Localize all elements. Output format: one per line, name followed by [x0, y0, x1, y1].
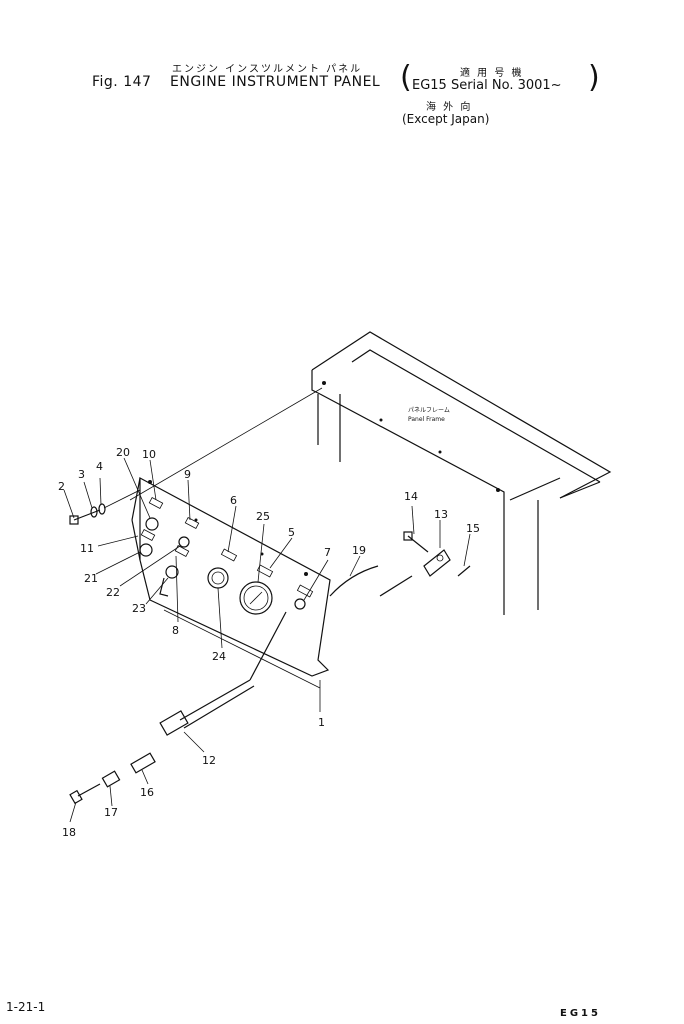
gauge [239, 581, 273, 615]
indicator-lamp-21 [139, 543, 153, 557]
part-number-7: 7 [324, 546, 331, 559]
part-number-14: 14 [404, 490, 418, 503]
throttle-cable [159, 611, 287, 736]
bracket-assembly [403, 531, 471, 577]
part-number-23: 23 [132, 602, 146, 615]
page-number: 1-21-1 [6, 1000, 46, 1014]
part-number-10: 10 [142, 448, 156, 461]
part-number-11: 11 [80, 542, 94, 555]
panel-frame-outline [311, 331, 612, 615]
frame-fastening-line [129, 387, 323, 501]
rod-link [379, 575, 413, 597]
part-number-9: 9 [184, 468, 191, 481]
indicator-lamp-7 [294, 598, 306, 610]
japanese-title: エンジン インスツルメント パネル [172, 64, 363, 75]
part-number-4: 4 [96, 460, 103, 473]
leader-lines [63, 457, 471, 823]
part-number-8: 8 [172, 624, 179, 637]
indicator-lamp-22 [178, 536, 190, 548]
instrument-panel-plate [131, 476, 331, 689]
part-number-12: 12 [202, 754, 216, 767]
applicability-open-paren: ( [400, 60, 412, 95]
part-number-25: 25 [256, 510, 270, 523]
japanese-overseas-label: 海 外 向 [426, 102, 473, 113]
part-number-1: 1 [318, 716, 325, 729]
part-number-16: 16 [140, 786, 154, 799]
cable-fittings [69, 752, 156, 805]
japanese-applicable-label: 適 用 号 機 [460, 68, 524, 79]
part-number-callouts: 1 2 3 4 5 6 7 8 9 10 11 12 13 14 15 16 1… [58, 446, 480, 839]
part-number-21: 21 [84, 572, 98, 585]
part-number-20: 20 [116, 446, 130, 459]
part-number-22: 22 [106, 586, 120, 599]
key-switch [159, 565, 179, 597]
part-number-3: 3 [78, 468, 85, 481]
page-title: ENGINE INSTRUMENT PANEL [170, 74, 381, 90]
part-number-17: 17 [104, 806, 118, 819]
part-number-15: 15 [466, 522, 480, 535]
panel-frame-label: Panel Frame [408, 416, 445, 423]
part-number-6: 6 [230, 494, 237, 507]
applicability-close-paren: ) [588, 60, 600, 95]
control-rod [329, 565, 379, 597]
serial-range: EG15 Serial No. 3001~ [412, 78, 562, 93]
model-code: EG15 [560, 1008, 601, 1019]
part-number-24: 24 [212, 650, 226, 663]
part-number-19: 19 [352, 544, 366, 557]
part-number-2: 2 [58, 480, 65, 493]
part-number-13: 13 [434, 508, 448, 521]
export-note: (Except Japan) [402, 112, 490, 126]
panel-label-plates [140, 496, 314, 598]
hour-meter [207, 567, 229, 589]
part-number-18: 18 [62, 826, 76, 839]
figure-label: Fig. 147 [92, 74, 152, 90]
panel-frame-jp-label: パネルフレーム [408, 407, 450, 414]
part-number-5: 5 [288, 526, 295, 539]
bolt-washer-set [69, 489, 141, 525]
indicator-lamp-20 [145, 517, 159, 531]
